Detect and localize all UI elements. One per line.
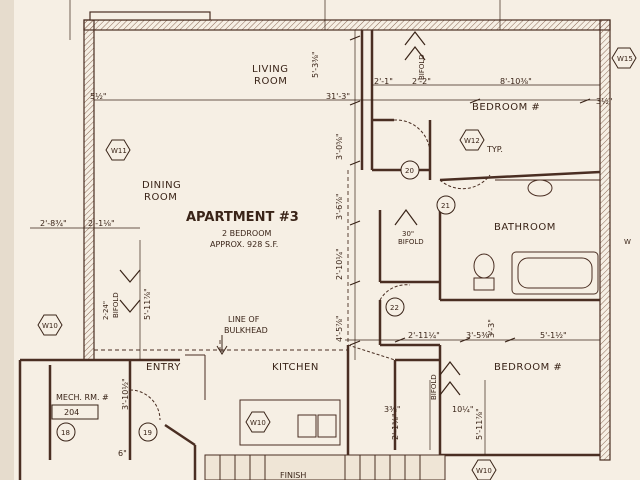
- note-bifold-top: BIFOLD: [418, 54, 426, 80]
- bifold-symbols: [119, 31, 461, 396]
- note-typ: TYP.: [486, 145, 503, 154]
- door-swings: [129, 119, 491, 421]
- dim-5-1: 5'-1½": [540, 331, 567, 340]
- tag-w11: W11: [111, 147, 127, 155]
- room-label-living-2: ROOM: [254, 76, 287, 87]
- note-line-of: LINE OF: [228, 315, 260, 324]
- room-label-mech: MECH. RM. #: [56, 393, 109, 402]
- dim-2-24: 2-24": [102, 301, 110, 320]
- tag-w10-center: W10: [250, 419, 266, 427]
- dim-3-8: 3⅜": [384, 405, 401, 414]
- dim-2-1-left: 2'-1⅛": [88, 219, 115, 228]
- dim-6: 6": [118, 449, 127, 458]
- note-bifold-center: BIFOLD: [398, 238, 424, 246]
- tag-w10-bottom: W10: [476, 467, 492, 475]
- bulkhead-arrowhead: [216, 345, 228, 355]
- room-label-bedroom-bottom: BEDROOM #: [494, 362, 562, 373]
- window-tag-hexagons: [37, 47, 637, 480]
- note-bifold-bottom: BIFOLD: [430, 374, 438, 400]
- room-label-bathroom: BATHROOM: [494, 222, 556, 233]
- dim-3-10: 3'-10½": [121, 378, 130, 410]
- dim-3-6: 3'-6⅞": [335, 193, 344, 220]
- tag-w12: W12: [464, 137, 480, 145]
- kitchen-counter: [185, 354, 341, 446]
- dim-2-2: 2'-2": [412, 77, 431, 86]
- door-tag-22: 22: [390, 304, 399, 312]
- dim-3-5: 3'-5⅜": [466, 331, 493, 340]
- dim-4-5: 4'-5⅞": [335, 315, 344, 342]
- bulkhead-line: [94, 170, 349, 351]
- exterior-walls: [83, 11, 611, 461]
- room-label-bedroom-top: BEDROOM #: [472, 102, 540, 113]
- room-label-dining: DINING: [142, 180, 181, 191]
- room-label-mech-number: 204: [64, 408, 79, 417]
- dim-5-11-bottom: 5'-11⅞": [475, 408, 484, 440]
- dim-2-8: 2'-8¾": [40, 219, 67, 228]
- mech-room-box: [51, 404, 99, 420]
- dim-2-10: 2'-10¼": [335, 248, 344, 280]
- apartment-title: APARTMENT #3: [186, 210, 299, 225]
- apartment-area: APPROX. 928 S.F.: [210, 240, 278, 249]
- dim-8-10: 8'-10⅜": [500, 77, 532, 86]
- dim-31-3: 31'-3": [326, 92, 350, 101]
- dim-2-1: 2'-1": [374, 77, 393, 86]
- room-label-dining-2: ROOM: [144, 192, 177, 203]
- tag-w-right: W: [624, 238, 631, 246]
- apartment-bedrooms: 2 BEDROOM: [222, 229, 271, 238]
- dim-3-0: 3'-0⅝": [335, 133, 344, 160]
- dim-2-11: 2'-11¼": [408, 331, 440, 340]
- room-label-entry: ENTRY: [146, 362, 181, 373]
- dimension-lines: [30, 0, 600, 455]
- note-bifold-left: BIFOLD: [112, 292, 120, 318]
- door-tag-circles: [56, 160, 456, 442]
- dimension-ticks: [349, 35, 591, 346]
- dim-3-3: 3'-3": [487, 319, 496, 338]
- door-tag-19: 19: [143, 429, 152, 437]
- dim-2-1-bottom: 2'-1⅝": [391, 413, 400, 440]
- tag-w15: W15: [617, 55, 633, 63]
- room-label-finish: FINISH: [280, 471, 306, 480]
- note-bifold-30: 30": [402, 230, 414, 238]
- dim-5-half: 5½": [90, 92, 107, 101]
- dim-5-3: 5'-3⅜": [311, 51, 320, 78]
- door-tag-18: 18: [61, 429, 70, 437]
- stairs: [204, 454, 446, 480]
- dim-3-half-right: 3½": [596, 97, 613, 106]
- dim-5-11: 5'-11⅞": [143, 288, 152, 320]
- room-label-kitchen: KITCHEN: [272, 362, 319, 373]
- bathroom-fixtures: [473, 179, 600, 295]
- dim-10: 10¼": [452, 405, 474, 414]
- tag-w10-left: W10: [42, 322, 58, 330]
- room-label-living: LIVING: [252, 64, 289, 75]
- door-tag-20: 20: [405, 167, 414, 175]
- door-tag-21: 21: [441, 202, 450, 210]
- note-bulkhead: BULKHEAD: [224, 326, 268, 335]
